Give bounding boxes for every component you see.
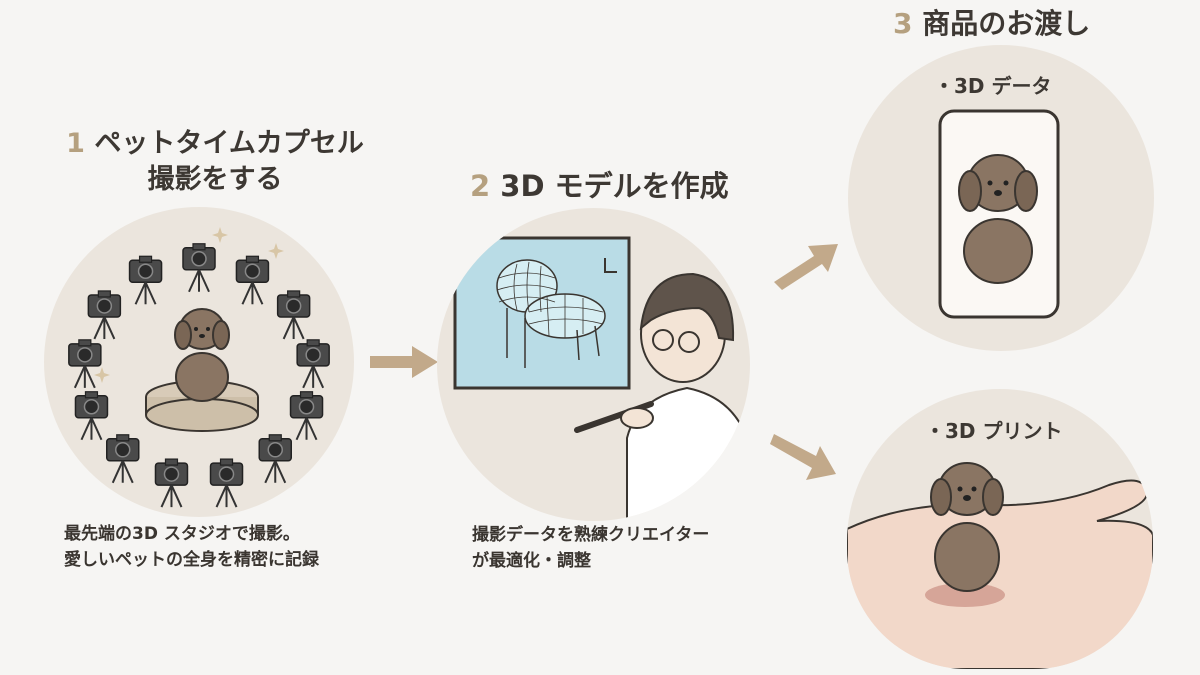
camera-icon xyxy=(296,339,330,389)
sparkle-icon xyxy=(212,227,228,243)
step2-title-text: 3D モデルを作成 xyxy=(500,169,729,203)
camera-icon xyxy=(87,290,122,340)
creator-illustration xyxy=(437,208,750,521)
step2-title: 2 3D モデルを作成 xyxy=(470,163,729,205)
camera-icon xyxy=(182,243,216,293)
arrow-up-right-icon xyxy=(774,244,838,290)
camera-icon xyxy=(235,255,270,305)
step1-desc-line2: 愛しいペットの全身を精密に記録 xyxy=(64,550,319,570)
dog-figure xyxy=(174,308,230,402)
camera-icon xyxy=(105,434,140,484)
camera-icon xyxy=(154,458,189,508)
step2-number: 2 xyxy=(470,169,491,203)
dog-figure xyxy=(958,154,1038,284)
dog-figure xyxy=(930,462,1004,592)
camera-icon xyxy=(74,391,109,441)
deliverable-3d-print-label: ・3D プリント xyxy=(925,419,1063,443)
step2-description: 撮影データを熟練クリエイター が最適化・調整 xyxy=(472,522,709,574)
arrow-down-right-icon xyxy=(770,434,836,480)
3d-data-illustration xyxy=(848,45,1154,351)
sparkle-icon xyxy=(268,243,284,259)
step1-description: 最先端の3D スタジオで撮影。 愛しいペットの全身を精密に記録 xyxy=(64,521,319,573)
creator-scene xyxy=(453,236,750,521)
arrow-right-icon xyxy=(370,346,438,378)
step1-title-line1: ペットタイムカプセル xyxy=(94,128,364,159)
step1-desc-line1: 最先端の3D スタジオで撮影。 xyxy=(64,524,300,544)
step1-number: 1 xyxy=(66,128,85,159)
camera-icon xyxy=(276,290,311,340)
step3-title: 3 商品のお渡し xyxy=(893,2,1090,42)
camera-icon xyxy=(258,434,293,484)
sparkle-icon xyxy=(94,367,110,383)
step2-desc-line1: 撮影データを熟練クリエイター xyxy=(472,525,710,545)
step3-number: 3 xyxy=(893,7,913,40)
phone-icon xyxy=(938,109,1060,319)
3d-print-illustration xyxy=(847,389,1153,669)
deliverable-3d-data-label: ・3D データ xyxy=(934,74,1052,98)
hand-scene xyxy=(847,462,1153,669)
step1-title: 1 ペットタイムカプセル 撮影をする xyxy=(40,126,390,198)
studio-illustration xyxy=(44,207,354,517)
camera-icon xyxy=(209,458,244,508)
creator-figure xyxy=(626,272,750,521)
camera-icon xyxy=(289,391,324,441)
step1-title-line2: 撮影をする xyxy=(147,164,283,195)
studio-scene xyxy=(68,227,330,508)
step3-title-text: 商品のお渡し xyxy=(922,7,1091,40)
phone-scene xyxy=(938,109,1060,319)
stylus-icon xyxy=(574,401,654,433)
step2-desc-line2: が最適化・調整 xyxy=(472,551,591,571)
camera-icon xyxy=(68,339,102,389)
monitor-icon xyxy=(453,236,631,390)
camera-icon xyxy=(128,255,163,305)
